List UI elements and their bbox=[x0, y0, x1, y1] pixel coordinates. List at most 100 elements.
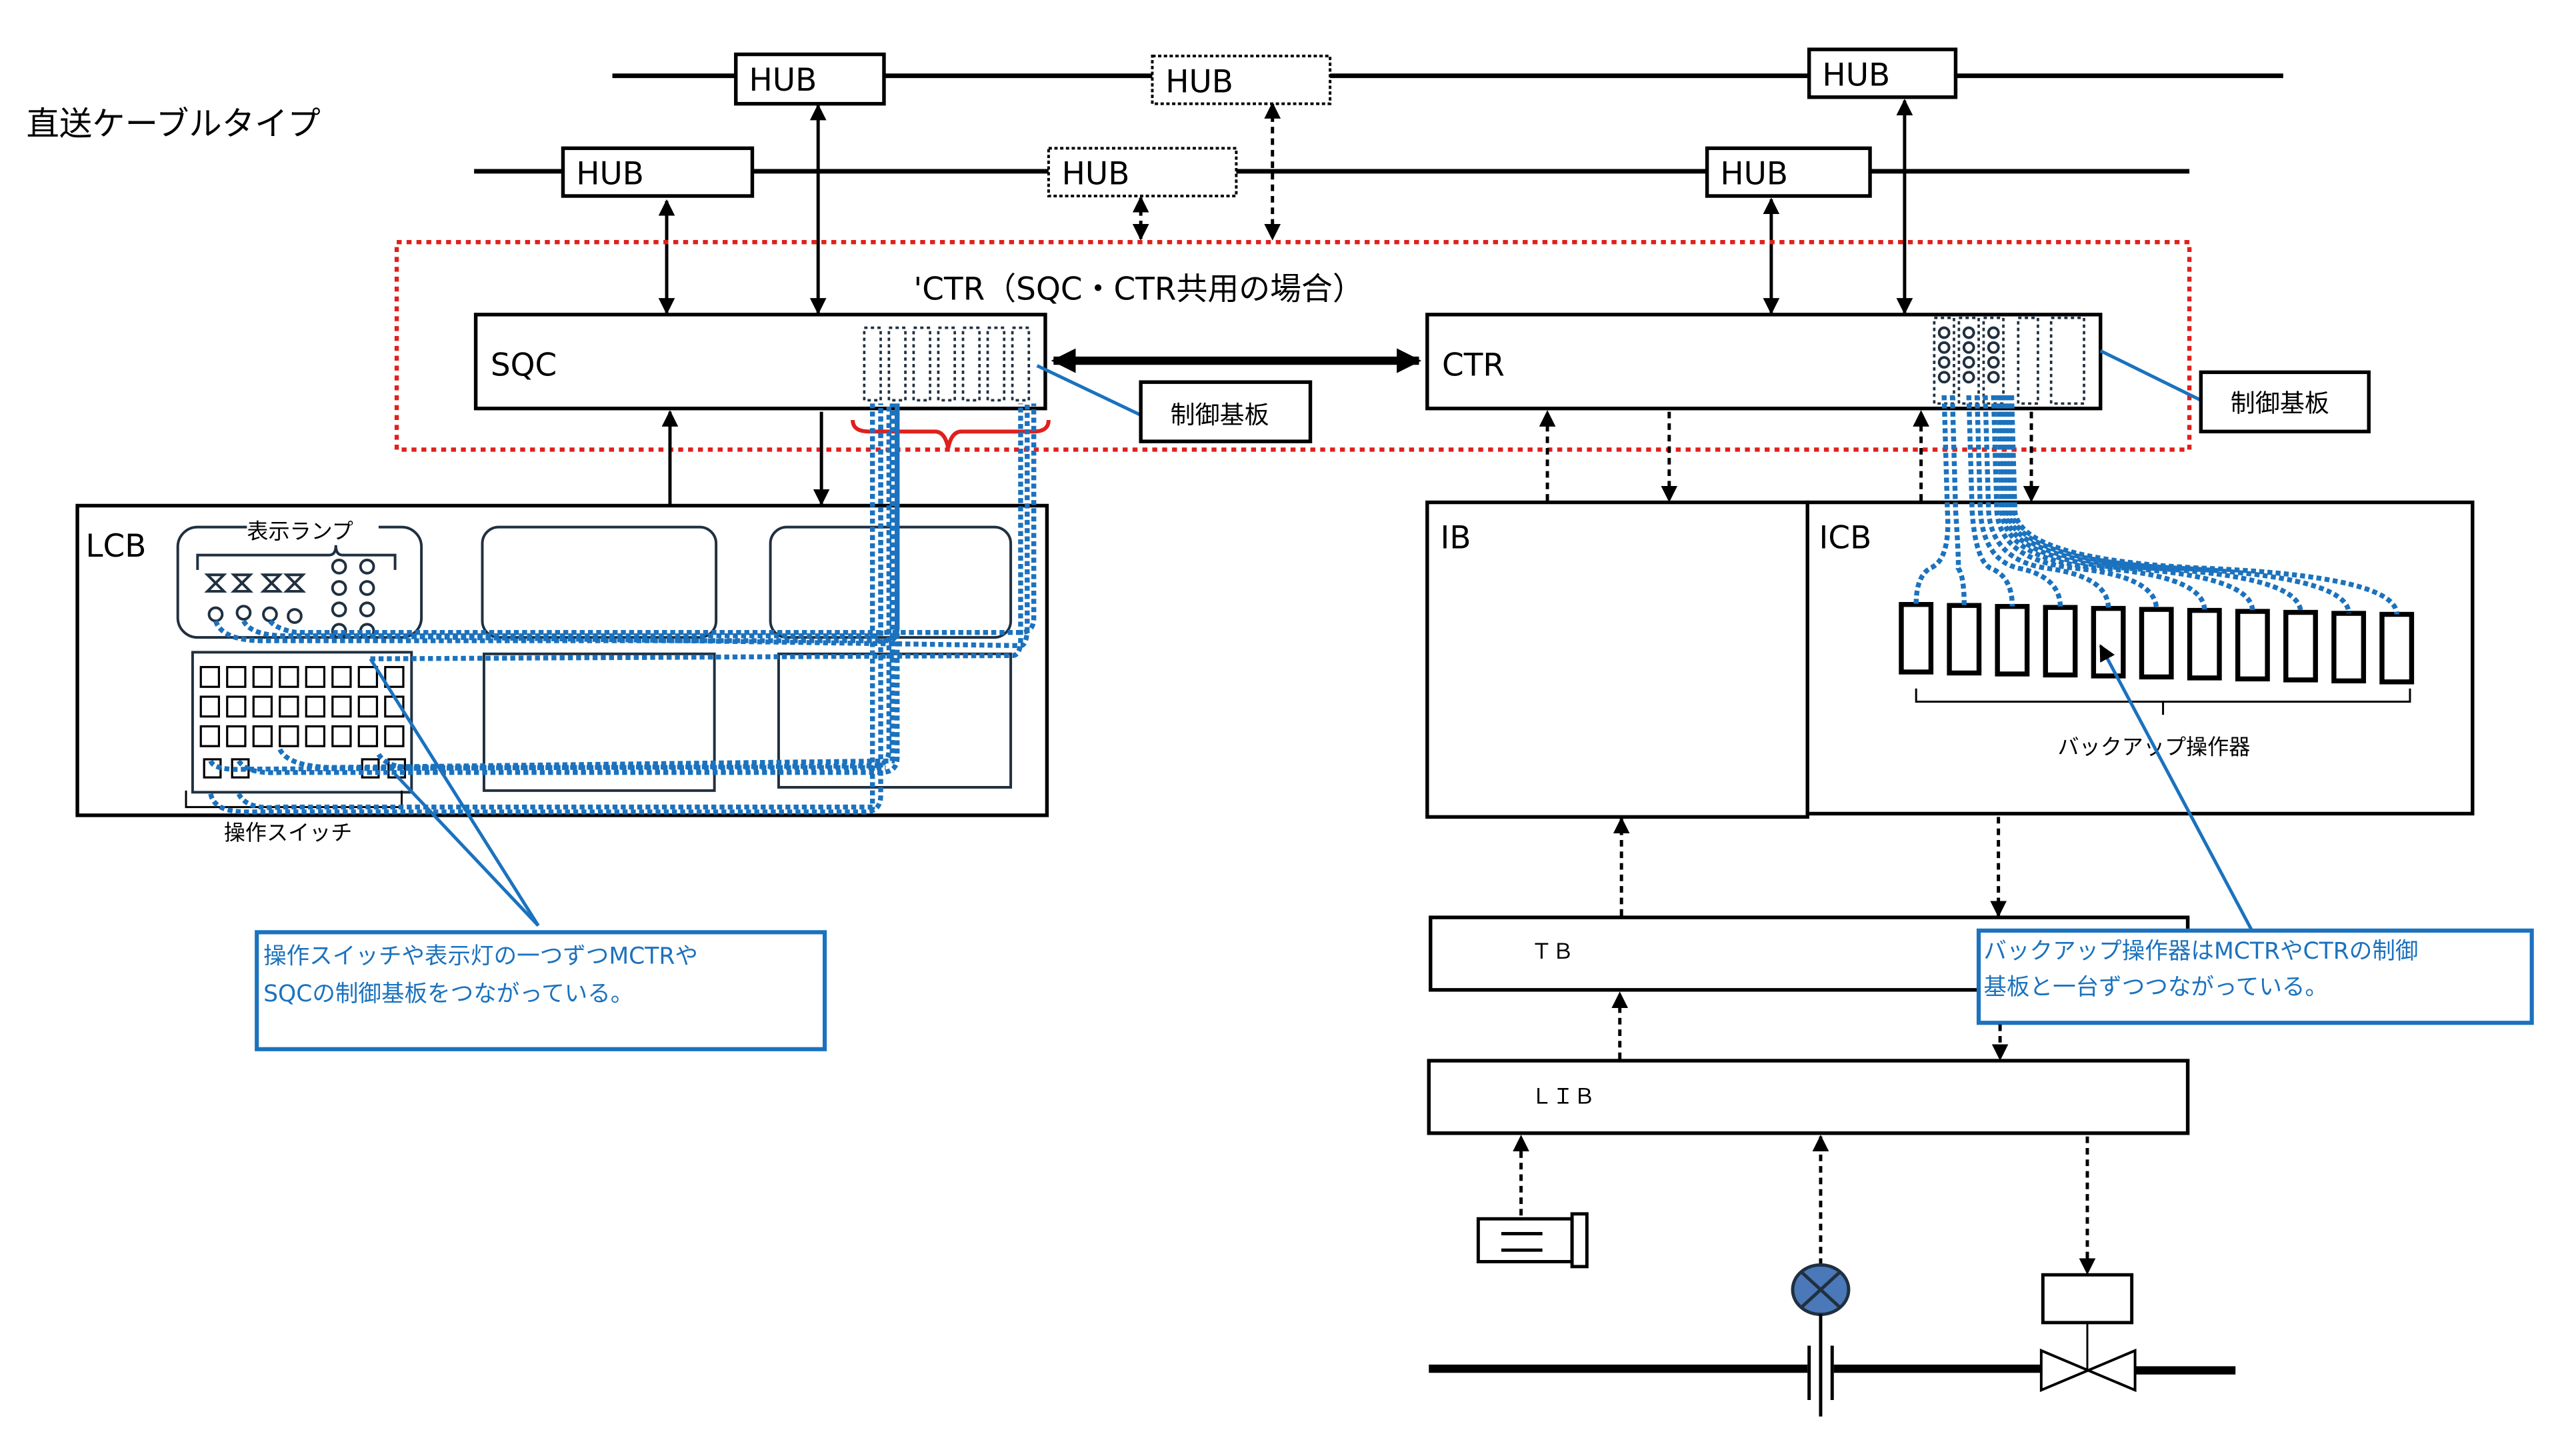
svg-text:HUB: HUB bbox=[749, 62, 817, 99]
control-board-label-left: 制御基板 bbox=[1139, 380, 1313, 443]
hub-upper-3: HUB bbox=[1807, 47, 1958, 99]
backup-operator-unit bbox=[2139, 607, 2174, 680]
backup-operator-unit bbox=[2283, 609, 2318, 683]
shared-group-label: 'CTR（SQC・CTR共用の場合） bbox=[913, 271, 1363, 308]
operation-switches-label: 操作スイッチ bbox=[224, 820, 353, 845]
svg-text:バックアップ操作器はMCTRやCTRの制御: バックアップ操作器はMCTRやCTRの制御 bbox=[1983, 938, 2418, 965]
leader-control-board-right bbox=[2099, 349, 2202, 402]
svg-text:ICB: ICB bbox=[1819, 520, 1872, 557]
hub-lower-1: HUB bbox=[561, 146, 755, 198]
svg-text:HUB: HUB bbox=[1165, 63, 1233, 100]
operation-switch bbox=[279, 665, 299, 688]
backup-wire bbox=[2005, 395, 2351, 614]
operation-switch bbox=[305, 725, 326, 747]
operation-switch bbox=[199, 725, 221, 747]
operation-switch bbox=[226, 725, 247, 747]
svg-text:ＬＩＢ: ＬＩＢ bbox=[1531, 1083, 1595, 1109]
svg-text:SQC: SQC bbox=[491, 347, 557, 383]
hub-upper-1: HUB bbox=[734, 52, 886, 106]
svg-text:操作スイッチや表示灯の一つずつMCTRや: 操作スイッチや表示灯の一つずつMCTRや bbox=[263, 943, 698, 969]
backup-operator-unit bbox=[2043, 605, 2078, 678]
backup-operator-unit bbox=[1995, 603, 2030, 677]
svg-text:制御基板: 制御基板 bbox=[1171, 401, 1269, 429]
backup-operator-unit bbox=[1899, 602, 1934, 675]
operation-switch bbox=[199, 695, 221, 718]
svg-text:HUB: HUB bbox=[576, 156, 644, 193]
sqc-control-board-slots bbox=[863, 326, 1031, 402]
svg-text:SQCの制御基板をつながっている。: SQCの制御基板をつながっている。 bbox=[263, 981, 633, 1007]
operation-switch bbox=[361, 758, 380, 779]
indicator-lamps-label: 表示ランプ bbox=[247, 519, 353, 544]
svg-text:IB: IB bbox=[1441, 520, 1471, 557]
operation-switch bbox=[252, 725, 273, 747]
control-board-brace bbox=[851, 419, 1051, 449]
operation-switch bbox=[331, 725, 352, 747]
backup-wire bbox=[2002, 395, 2303, 613]
hub-lower-2-optional: HUB bbox=[1047, 147, 1238, 197]
lib-node: ＬＩＢ bbox=[1427, 1059, 2190, 1135]
lamp-brace bbox=[196, 545, 397, 570]
backup-brace bbox=[1915, 688, 2411, 715]
operation-switch bbox=[226, 665, 247, 688]
ib-node: IB bbox=[1425, 500, 1809, 819]
ctr-control-board-slots bbox=[1933, 316, 2085, 405]
operation-switch bbox=[226, 695, 247, 718]
operation-switch bbox=[331, 665, 352, 688]
svg-text:CTR: CTR bbox=[1442, 347, 1505, 383]
svg-text:HUB: HUB bbox=[1822, 57, 1890, 93]
operation-switch bbox=[305, 665, 326, 688]
svg-text:ＴＢ: ＴＢ bbox=[1531, 939, 1573, 964]
backup-wire bbox=[1999, 395, 2255, 612]
backup-wire bbox=[1974, 395, 2063, 608]
operation-switch bbox=[357, 725, 379, 747]
hub-lower-3: HUB bbox=[1705, 146, 1872, 198]
backup-wire bbox=[1913, 395, 1951, 605]
svg-text:LCB: LCB bbox=[85, 528, 146, 565]
backup-operator-unit bbox=[2331, 611, 2367, 684]
backup-operator-units bbox=[1899, 602, 2415, 685]
icb-direct-wiring bbox=[1913, 395, 2399, 615]
backup-operator-unit bbox=[2379, 611, 2415, 685]
leader-callout-left-1 bbox=[369, 657, 540, 927]
backup-wire bbox=[1983, 395, 2111, 609]
svg-text:基板と一台ずつつながっている。: 基板と一台ずつつながっている。 bbox=[1983, 974, 2328, 1001]
operation-switch bbox=[384, 665, 405, 688]
callout-left: 操作スイッチや表示灯の一つずつMCTRや SQCの制御基板をつながっている。 bbox=[255, 930, 827, 1051]
ctr-node: CTR bbox=[1425, 313, 2103, 411]
sensor-icon bbox=[1791, 1263, 1851, 1417]
lcb-subpanel-3 bbox=[482, 652, 716, 792]
operation-switch bbox=[357, 665, 379, 688]
operation-switch bbox=[252, 665, 273, 688]
leader-callout-left-2 bbox=[393, 773, 540, 927]
backup-wire bbox=[1991, 395, 2159, 610]
svg-text:制御基板: 制御基板 bbox=[2231, 389, 2329, 418]
backup-wire bbox=[2009, 395, 2399, 615]
orifice-icon bbox=[1807, 1345, 1834, 1400]
backup-operator-unit bbox=[1947, 603, 1982, 676]
diagram-title: 直送ケーブルタイプ bbox=[27, 105, 321, 143]
backup-wire bbox=[1949, 395, 1967, 606]
operation-switch bbox=[252, 695, 273, 718]
shared-ctr-group-border bbox=[394, 239, 2192, 452]
backup-operator-unit bbox=[2187, 607, 2222, 681]
operation-switch bbox=[279, 725, 299, 747]
hub-upper-2-optional: HUB bbox=[1151, 55, 1332, 105]
motor-icon bbox=[1476, 1212, 1589, 1269]
backup-wire bbox=[1966, 395, 2015, 607]
svg-text:HUB: HUB bbox=[1062, 156, 1130, 193]
control-valve-icon bbox=[2039, 1273, 2137, 1393]
lcb-direct-wiring bbox=[208, 403, 1037, 815]
backup-operator-unit bbox=[2091, 605, 2126, 679]
operation-switch bbox=[305, 695, 326, 718]
operation-switch bbox=[331, 695, 352, 718]
leader-control-board-left bbox=[1036, 364, 1142, 417]
icb-node: ICB バックアップ操作器 bbox=[1805, 500, 2475, 816]
backup-operator-unit bbox=[2235, 609, 2270, 682]
leader-callout-right bbox=[2099, 644, 2254, 932]
svg-text:HUB: HUB bbox=[1720, 156, 1788, 193]
operation-switch-grid bbox=[199, 665, 407, 779]
control-board-label-right: 制御基板 bbox=[2199, 370, 2371, 434]
sqc-node: SQC bbox=[473, 313, 1047, 411]
operation-switch bbox=[279, 695, 299, 718]
